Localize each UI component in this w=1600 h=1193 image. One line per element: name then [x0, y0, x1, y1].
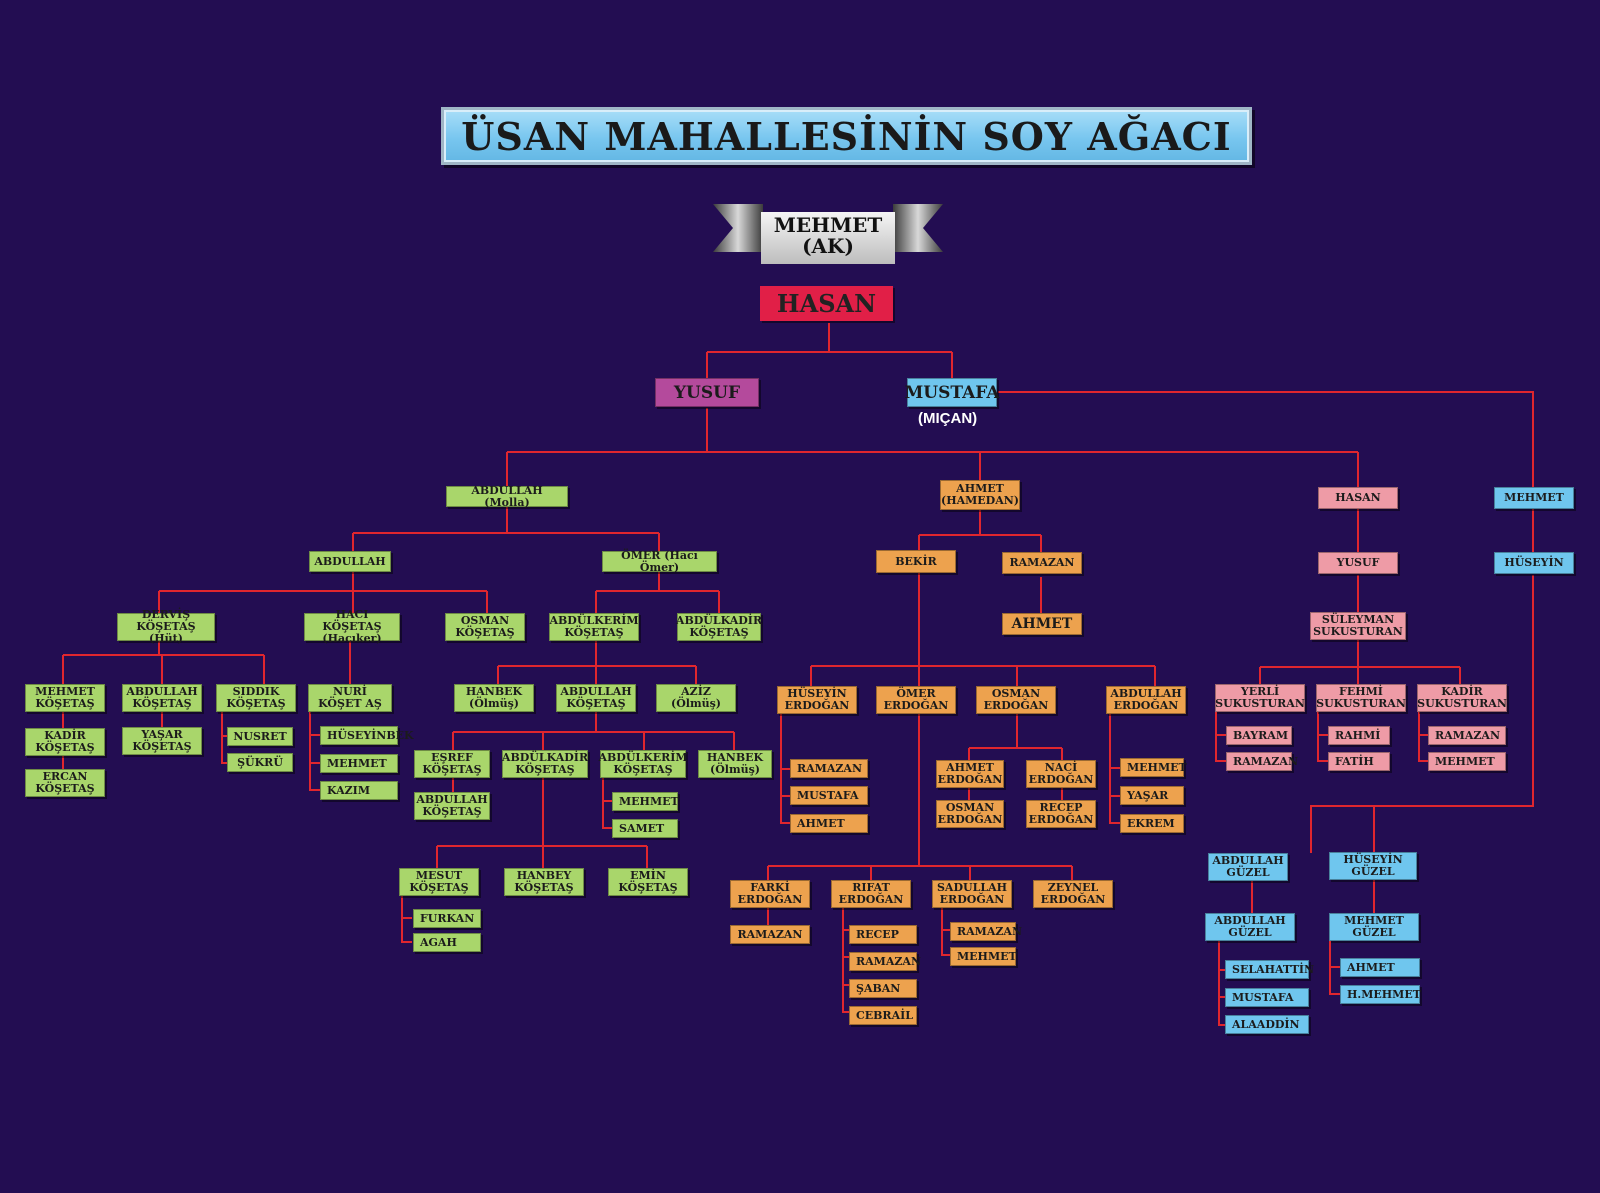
node-alaaddin: ALAADDİN [1225, 1015, 1309, 1034]
mustafa-nickname: (MIÇAN) [918, 410, 978, 427]
node-mustafa-o: MUSTAFA [790, 786, 868, 805]
node-haci-kosetas: HACI KÖŞETAŞ (Hacıker) [304, 609, 400, 645]
node-mehmet-blue: MEHMET [1494, 487, 1574, 509]
node-abdullah-molla: ABDULLAH (Molla) [446, 484, 568, 508]
node-naci-e: NACİ ERDOĞAN [1026, 760, 1096, 788]
node-abdullah: ABDULLAH [309, 551, 391, 572]
node-agah: AGAH [413, 933, 481, 952]
node-samet: SAMET [612, 819, 678, 838]
node-osman-k: OSMAN KÖŞETAŞ [445, 613, 525, 641]
node-huseyin-blue: HÜSEYİN [1494, 552, 1574, 574]
node-abdullah-guzel2: ABDULLAH GÜZEL [1205, 913, 1295, 941]
node-ahmet-blue: AHMET [1340, 958, 1420, 977]
node-mehmet-g: MEHMET [320, 754, 398, 773]
node-bekir: BEKİR [876, 550, 956, 573]
node-aziz-olmus: AZİZ (Ölmüş) [656, 684, 736, 712]
node-nusret: NUSRET [227, 727, 293, 746]
ribbon-banner-icon [713, 204, 943, 264]
node-furkan: FURKAN [413, 909, 481, 928]
node-yerli-s: YERLİ SUKUSTURAN [1215, 684, 1305, 712]
node-ramazan-o4: RAMAZAN [849, 952, 921, 971]
node-selahattin: SELAHATTİN [1225, 960, 1314, 979]
node-kadir-k: KADİR KÖŞETAŞ [25, 728, 105, 756]
node-yusuf: YUSUF [655, 378, 759, 407]
node-h-mehmet: H.MEHMET [1340, 985, 1421, 1004]
page-title: ÜSAN MAHALLESİNİN SOY AĞACI [441, 107, 1252, 165]
node-ahmet-e: AHMET ERDOĞAN [936, 760, 1004, 788]
node-omer-e: ÖMER ERDOĞAN [876, 686, 956, 714]
node-mehmet-k: MEHMET KÖŞETAŞ [25, 684, 105, 712]
node-hanbek-olmus2: HANBEK (Ölmüş) [698, 750, 772, 778]
node-saban: ŞABAN [849, 979, 917, 998]
node-bayram: BAYRAM [1226, 726, 1292, 745]
root-node: HASAN [760, 286, 893, 321]
node-abdulkerim-k: ABDÜLKERİM KÖŞETAŞ [549, 613, 639, 641]
node-ahmet-o2: AHMET [790, 814, 868, 833]
node-kazim: KAZIM [320, 781, 398, 800]
node-fehmi-s: FEHMİ SUKUSTURAN [1316, 684, 1406, 712]
node-yasar-k: YAŞAR KÖŞETAŞ [122, 727, 202, 755]
node-abdullah-k2: ABDULLAH KÖŞETAŞ [556, 684, 636, 712]
node-farki-e: FARKİ ERDOĞAN [730, 880, 810, 908]
node-rahmi: RAHMİ [1328, 726, 1390, 745]
node-ramazan-p2: RAMAZAN [1428, 726, 1506, 745]
node-dervis: DERVİŞ KÖŞETAŞ (Hüt) [117, 609, 215, 645]
node-mehmet-g2: MEHMET [612, 792, 679, 811]
node-abdullah-k3: ABDULLAH KÖŞETAŞ [414, 792, 490, 820]
node-fatih: FATİH [1328, 752, 1390, 771]
node-zeynel-e: ZEYNEL ERDOĞAN [1033, 880, 1113, 908]
node-ramazan-o3: RAMAZAN [730, 925, 810, 944]
node-sukru: ŞÜKRÜ [227, 753, 293, 772]
node-kadir-s: KADİR SUKUSTURAN [1417, 684, 1507, 712]
node-abdulkadir-k2: ABDÜLKADİR KÖŞETAŞ [501, 750, 589, 778]
node-suleyman: SÜLEYMAN SUKUSTURAN [1310, 612, 1406, 640]
node-abdullah-k: ABDULLAH KÖŞETAŞ [122, 684, 202, 712]
node-hanbey-k: HANBEY KÖŞETAŞ [504, 868, 584, 896]
node-yasar-o: YAŞAR [1120, 786, 1184, 805]
node-ekrem: EKREM [1120, 814, 1184, 833]
node-siddik-k: SIDDIK KÖŞETAŞ [216, 684, 296, 712]
node-omer-haci: ÖMER (Hacı Ömer) [602, 549, 717, 573]
node-mehmet-o: MEHMET [1120, 758, 1187, 777]
node-abdulkadir-k: ABDÜLKADİR KÖŞETAŞ [675, 613, 763, 641]
node-mesut-k: MESUT KÖŞETAŞ [399, 868, 479, 896]
node-mehmet-p: MEHMET [1428, 752, 1506, 771]
node-ramazan-o2: RAMAZAN [790, 759, 868, 778]
node-abdullah-guzel: ABDULLAH GÜZEL [1208, 853, 1288, 881]
node-esref-k: EŞREF KÖŞETAŞ [414, 750, 490, 778]
node-ramazan-o: RAMAZAN [1002, 552, 1082, 574]
node-mehmet-guzel: MEHMET GÜZEL [1329, 913, 1419, 941]
node-hasan: HASAN [1318, 487, 1398, 509]
node-ahmet-hamedan: AHMET (HAMEDAN) [940, 480, 1020, 510]
node-ahmet-o: AHMET [1002, 613, 1082, 635]
node-recep-o: RECEP [849, 925, 917, 944]
node-mustafa: MUSTAFA [904, 378, 1000, 407]
node-yusuf-pink: YUSUF [1318, 552, 1398, 574]
node-recep-e: RECEP ERDOĞAN [1026, 800, 1096, 828]
ancestor-name: MEHMET (AK) [773, 213, 883, 258]
node-osman-e: OSMAN ERDOĞAN [976, 686, 1056, 714]
ancestor-ribbon: MEHMET (AK) [713, 204, 943, 264]
node-sadullah-e: SADULLAH ERDOĞAN [932, 880, 1012, 908]
node-cebrail: CEBRAİL [849, 1006, 917, 1025]
node-mustafa-blue: MUSTAFA [1225, 988, 1309, 1007]
node-osman-e2: OSMAN ERDOĞAN [936, 800, 1004, 828]
node-huseyin-guzel: HÜSEYİN GÜZEL [1329, 852, 1417, 880]
node-huseyin-e: HÜSEYİN ERDOĞAN [777, 686, 857, 714]
node-emin-k: EMİN KÖŞETAŞ [608, 868, 688, 896]
node-hanbek-olmus: HANBEK (Ölmüş) [454, 684, 534, 712]
node-huseyinbek: HÜSEYİNBEK [320, 726, 414, 745]
node-ercan-k: ERCAN KÖŞETAŞ [25, 769, 105, 797]
node-abdulkerim-k2: ABDÜLKERİM KÖŞETAŞ [598, 750, 688, 778]
node-rifat-e: RIFAT ERDOĞAN [831, 880, 911, 908]
node-ramazan-p: RAMAZAN [1226, 752, 1298, 771]
node-mehmet-o2: MEHMET [950, 947, 1017, 966]
node-ramazan-o5: RAMAZAN [950, 922, 1022, 941]
node-nuri-k: NURİ KÖŞET AŞ [308, 684, 392, 712]
node-abdullah-e: ABDULLAH ERDOĞAN [1106, 686, 1186, 714]
